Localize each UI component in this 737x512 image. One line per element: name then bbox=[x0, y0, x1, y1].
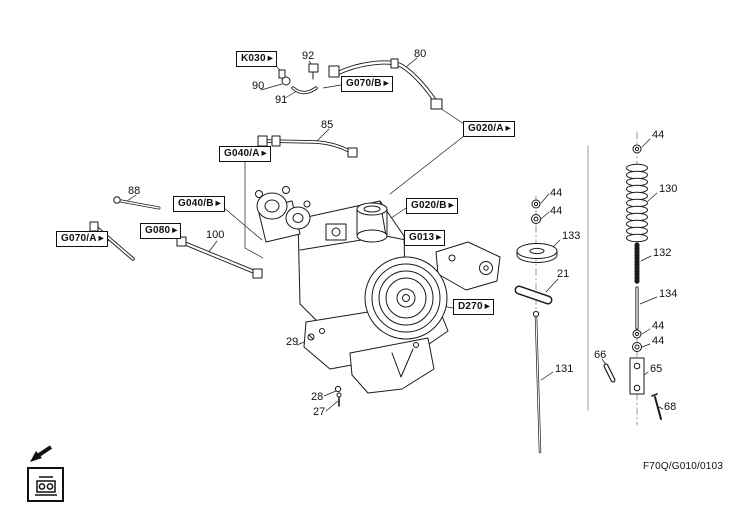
callout-131: 131 bbox=[555, 363, 574, 375]
triangle-marker-icon: ▶ bbox=[261, 150, 267, 157]
callout-44: 44 bbox=[652, 335, 665, 347]
figure-icon bbox=[35, 476, 57, 496]
ref-link-k030[interactable]: K030▶ bbox=[236, 51, 277, 67]
ref-label: G040/A bbox=[224, 148, 260, 159]
callout-21: 21 bbox=[557, 268, 570, 280]
callout-130: 130 bbox=[659, 183, 678, 195]
ref-link-d270[interactable]: D270▶ bbox=[453, 299, 494, 315]
ref-label: D270 bbox=[458, 301, 483, 312]
center-lines bbox=[535, 131, 638, 426]
triangle-marker-icon: ▶ bbox=[383, 80, 389, 87]
figure-code: F70Q/G010/0103 bbox=[643, 461, 724, 472]
callout-133: 133 bbox=[562, 230, 581, 242]
ref-link-g080[interactable]: G080▶ bbox=[140, 223, 182, 239]
callout-66: 66 bbox=[594, 349, 607, 361]
callout-80: 80 bbox=[414, 48, 427, 60]
ref-label: G020/B bbox=[411, 200, 447, 211]
rod-parts-left-art bbox=[514, 199, 558, 454]
callout-27: 27 bbox=[313, 406, 326, 418]
callout-44: 44 bbox=[550, 205, 563, 217]
callout-132: 132 bbox=[653, 247, 672, 259]
triangle-marker-icon: ▶ bbox=[267, 55, 273, 62]
ref-label: G080 bbox=[145, 225, 171, 236]
triangle-marker-icon: ▶ bbox=[215, 200, 221, 207]
triangle-marker-icon: ▶ bbox=[448, 202, 454, 209]
ref-link-g070a[interactable]: G070/A▶ bbox=[56, 231, 108, 247]
callout-44: 44 bbox=[550, 187, 563, 199]
pipe-88-art bbox=[113, 196, 161, 210]
pipe-85-art bbox=[257, 135, 358, 158]
ref-link-g020b[interactable]: G020/B▶ bbox=[406, 198, 458, 214]
callout-28: 28 bbox=[311, 391, 324, 403]
triangle-marker-icon: ▶ bbox=[505, 125, 511, 132]
callout-85: 85 bbox=[321, 119, 334, 131]
ref-label: G040/B bbox=[178, 198, 214, 209]
hose-80-art bbox=[328, 58, 443, 110]
callout-44: 44 bbox=[652, 129, 665, 141]
ref-label: G020/A bbox=[468, 123, 504, 134]
callout-100: 100 bbox=[206, 229, 225, 241]
spring-assembly-art bbox=[603, 144, 662, 420]
ref-link-g040b[interactable]: G040/B▶ bbox=[173, 196, 225, 212]
callout-92: 92 bbox=[302, 50, 315, 62]
back-arrow-icon[interactable] bbox=[28, 444, 54, 464]
pump-assembly-art bbox=[255, 186, 501, 407]
callout-29: 29 bbox=[286, 336, 299, 348]
triangle-marker-icon: ▶ bbox=[436, 234, 442, 241]
callout-134: 134 bbox=[659, 288, 678, 300]
leader-lines bbox=[106, 57, 664, 412]
callout-88: 88 bbox=[128, 185, 141, 197]
callout-68: 68 bbox=[664, 401, 677, 413]
triangle-marker-icon: ▶ bbox=[484, 303, 490, 310]
callout-65: 65 bbox=[650, 363, 663, 375]
ref-label: G070/A bbox=[61, 233, 97, 244]
ref-label: G070/B bbox=[346, 78, 382, 89]
ref-link-g013[interactable]: G013▶ bbox=[404, 230, 446, 246]
pipe-100-art bbox=[176, 236, 263, 279]
callout-90: 90 bbox=[252, 80, 265, 92]
index-button[interactable] bbox=[27, 467, 64, 502]
callout-91: 91 bbox=[275, 94, 288, 106]
ref-label: G013 bbox=[409, 232, 435, 243]
ref-label: K030 bbox=[241, 53, 266, 64]
triangle-marker-icon: ▶ bbox=[172, 227, 178, 234]
ref-link-g020a[interactable]: G020/A▶ bbox=[463, 121, 515, 137]
triangle-marker-icon: ▶ bbox=[98, 235, 104, 242]
ref-link-g070b[interactable]: G070/B▶ bbox=[341, 76, 393, 92]
callout-44: 44 bbox=[652, 320, 665, 332]
fittings-90-91-92-art bbox=[278, 63, 319, 95]
ref-link-g040a[interactable]: G040/A▶ bbox=[219, 146, 271, 162]
